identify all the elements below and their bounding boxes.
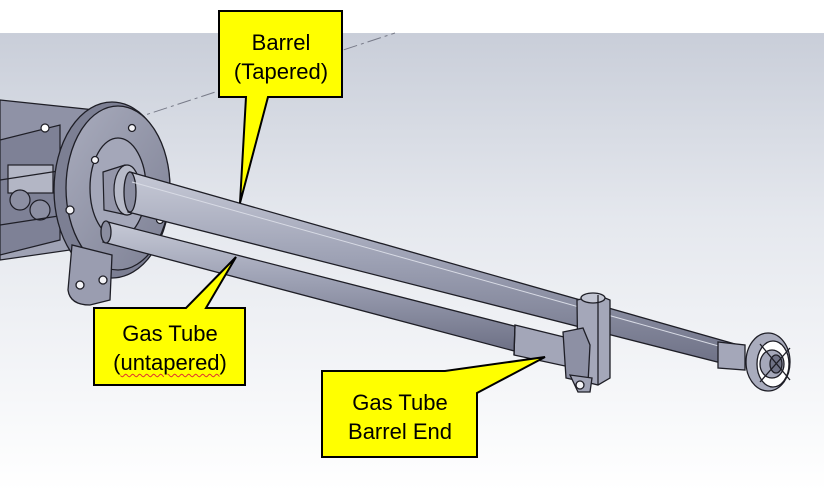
muzzle-device (717, 332, 791, 392)
gas-tube-label-line2-text: untapered (120, 350, 220, 375)
gas-tube-barrel-end-label-line2: Barrel End (348, 419, 452, 444)
receiver-body (0, 99, 111, 261)
axis-centerline (129, 32, 396, 121)
barrel-label-line2: (Tapered) (233, 59, 329, 84)
gas-tube-barrel-end-label: Gas Tube Barrel End (324, 388, 476, 446)
callout-barrel (218, 10, 343, 204)
barrel-label-line1: Barrel (251, 30, 311, 55)
gas-tube-barrel-end-label-line1: Gas Tube (352, 390, 448, 415)
gas-block (562, 292, 611, 393)
callout-gas-tube-barrel-end (321, 356, 546, 458)
barrel-label: Barrel (Tapered) (222, 28, 340, 86)
viewport-top-strip (0, 0, 824, 33)
gas-tube-label-line2: (untapered) (113, 350, 227, 375)
gas-tube-label-line1: Gas Tube (122, 321, 218, 346)
gas-tube-label: Gas Tube (untapered) (97, 319, 243, 377)
gas-tube (100, 220, 569, 367)
callout-gas-tube (93, 256, 246, 386)
